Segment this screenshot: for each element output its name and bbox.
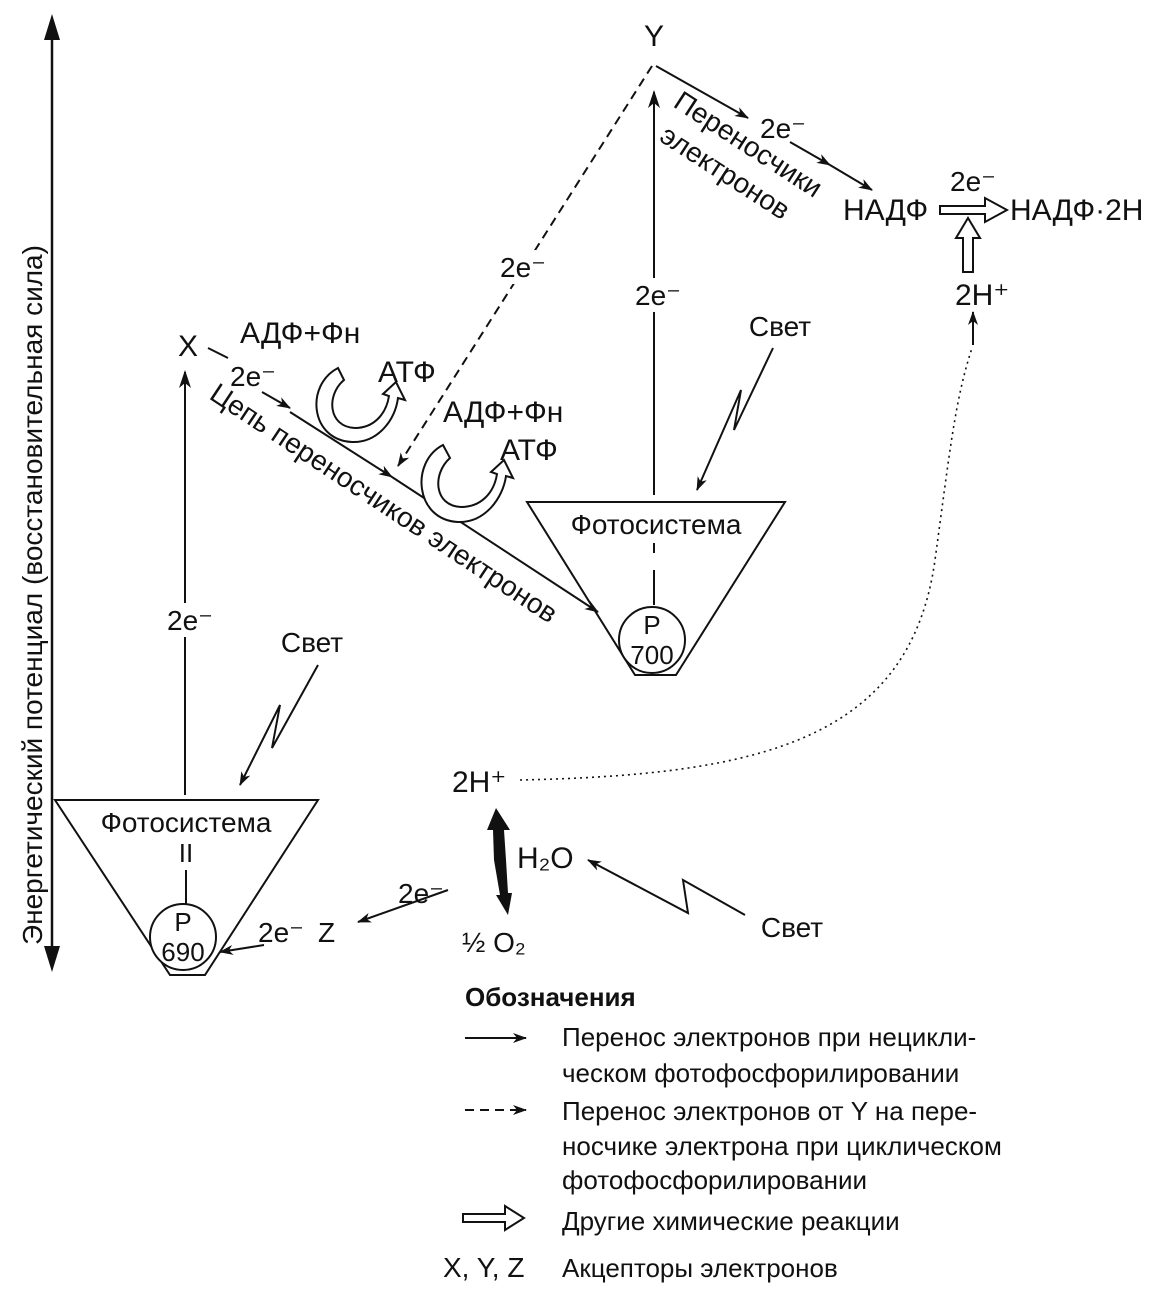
nadp-reduction: НАДФ 2e⁻ НАДФ·2Н 2Н⁺ (843, 166, 1143, 345)
light-water-label: Свет (761, 912, 823, 943)
acceptor-z: Z (318, 917, 335, 948)
legend-item-2-line-1: Перенос электронов от Y на пере- (562, 1096, 977, 1126)
ps1-title: Фотосистема (571, 509, 742, 540)
z-in-electrons: 2e⁻ (258, 917, 304, 948)
y-chain-arrow-1 (655, 65, 749, 119)
ps1-center-p: P (643, 610, 660, 640)
phosphorylation-1: АДФ+Фн АТФ (240, 317, 436, 444)
legend-title: Обозначения (465, 982, 636, 1012)
ps2-center-p: P (174, 907, 191, 937)
x-out-electrons: 2e⁻ (230, 361, 276, 392)
p690-reaction-center (149, 903, 217, 971)
water-protons: 2Н⁺ (452, 766, 506, 799)
y-out-electrons: 2e⁻ (760, 113, 806, 144)
phos1-product: АТФ (378, 356, 436, 389)
legend-item-1-line-2: ческом фотофосфорилировании (562, 1058, 959, 1088)
legend-acceptors-symbol: X, Y, Z (443, 1252, 524, 1283)
y-chain-arrow-2 (789, 141, 831, 166)
nadp-reactant: НАДФ (843, 194, 928, 227)
phos1-substrate: АДФ+Фн (240, 317, 360, 350)
y-chain-arrow-3 (829, 164, 873, 191)
ps1-up-electrons: 2e⁻ (635, 280, 681, 311)
legend-item-2-line-3: фотофосфорилировании (562, 1165, 867, 1195)
water-splitting: 2Н⁺ H₂O ½ O₂ Свет (452, 766, 823, 958)
axis-label: Энергетический потенциал (восстановитель… (17, 245, 48, 945)
ps2-up-electrons: 2e⁻ (167, 605, 213, 636)
z-to-p690-arrow (219, 944, 265, 955)
photosystem-1: Фотосистема P 700 (525, 501, 787, 676)
legend-item-1-line-1: Перенос электронов при нецикли- (562, 1022, 976, 1052)
x-out-arrow (261, 391, 291, 409)
ps2-center-num: 690 (161, 937, 204, 967)
photosystem-2: Фотосистема II P 690 (53, 799, 320, 976)
nadp-protons: 2Н⁺ (955, 279, 1009, 312)
light-ps2-label: Свет (281, 627, 343, 658)
proton-dotted-path (519, 347, 973, 781)
phos1-curved-arrow (315, 366, 407, 444)
light-water-arrow (587, 859, 746, 916)
water-bold-arrow (487, 808, 512, 915)
cyclic-dashed-arrow (397, 65, 653, 467)
nadp-hollow-arrow (939, 196, 1010, 224)
light-ps2: Свет (239, 627, 343, 786)
x-chain-arrow-1 (289, 411, 393, 478)
legend-item-3-line-1: Другие химические реакции (562, 1206, 900, 1236)
phosphorylation-2: АДФ+Фн АТФ (420, 396, 563, 524)
cyclic-electrons: 2e⁻ (500, 252, 546, 283)
ps1-center-num: 700 (630, 640, 673, 670)
water-to-z-arrow (357, 889, 449, 923)
nadp-product: НАДФ·2Н (1010, 194, 1143, 227)
phos2-substrate: АДФ+Фн (443, 396, 563, 429)
phos2-product: АТФ (500, 434, 558, 467)
legend-item-2-line-2: носчике электрона при циклическом (562, 1131, 1002, 1161)
acceptor-y: Y (644, 20, 664, 53)
legend-hollow-arrow (462, 1204, 526, 1232)
proton-hollow-arrow (954, 216, 982, 273)
phos2-curved-arrow (420, 443, 515, 524)
p700-reaction-center (618, 606, 686, 674)
water-molecule: H₂O (517, 842, 574, 875)
light-ps1-label: Свет (749, 311, 811, 342)
light-ps1: Свет (696, 311, 811, 491)
x-chain-stub (207, 347, 229, 359)
acceptor-x: X (178, 330, 198, 363)
ps2-title: Фотосистема (101, 807, 272, 838)
legend-acceptors-text: Акцепторы электронов (562, 1253, 838, 1283)
energy-axis: Энергетический потенциал (восстановитель… (17, 14, 60, 972)
oxygen-label: ½ O₂ (462, 927, 526, 958)
nadp-electrons: 2e⁻ (950, 166, 996, 197)
ps2-numeral: II (179, 838, 193, 868)
legend: Обозначения Перенос электронов при нецик… (443, 982, 1002, 1283)
water-out-electrons: 2e⁻ (398, 878, 444, 909)
